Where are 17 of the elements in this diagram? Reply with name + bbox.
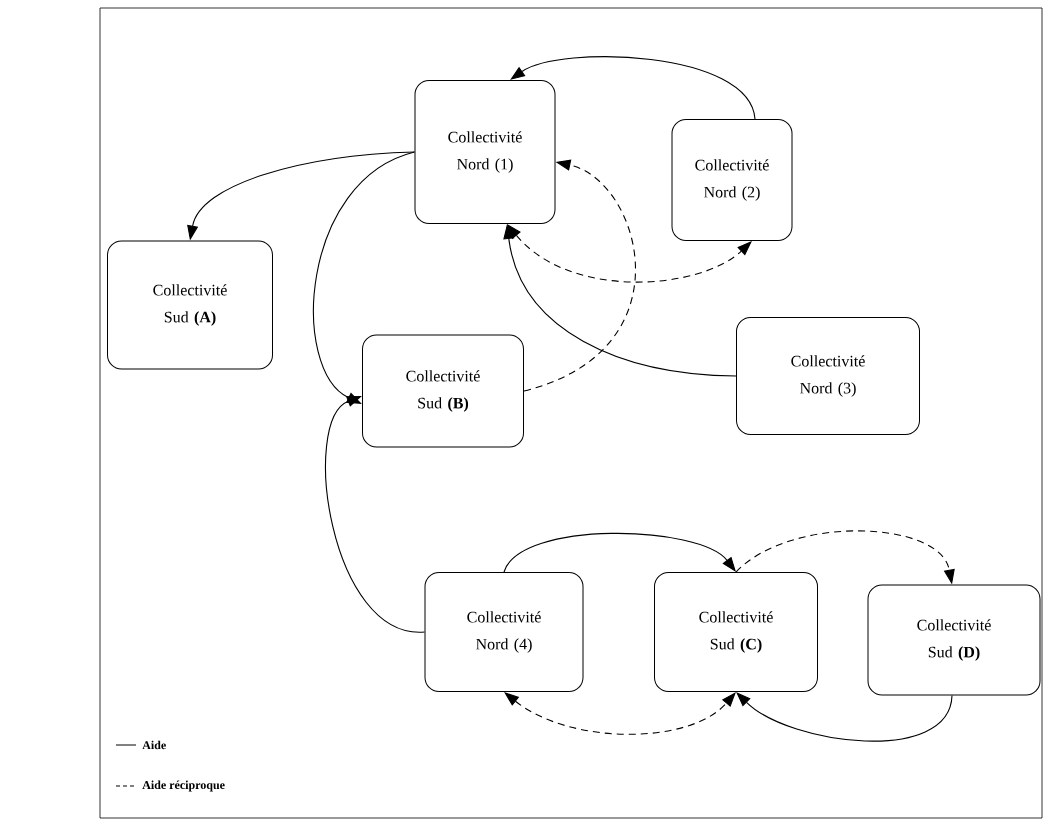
arrow — [736, 692, 953, 742]
rounded-box: Collectivité Nord (1) — [414, 80, 556, 224]
arrow — [510, 56, 756, 120]
rounded-box: Collectivité Sud (B) — [362, 334, 524, 448]
legend-text: Aide réciproque — [142, 780, 225, 792]
arrow — [503, 532, 736, 573]
legend-text: Aide — [142, 740, 166, 750]
rounded-box: Collectivité Nord (3) — [736, 317, 920, 435]
arrow — [507, 224, 752, 283]
rounded-box: Collectivité Sud (C) — [654, 572, 818, 692]
rounded-box: Collectivité Nord (4) — [424, 572, 584, 692]
arrow — [504, 692, 736, 735]
rounded-box: Collectivité Nord (2) — [671, 119, 793, 241]
arrow — [325, 396, 426, 633]
arrow — [523, 159, 637, 392]
rounded-box: Collectivité Sud (D) — [867, 584, 1041, 696]
rounded-box: Collectivité Sud (A) — [107, 240, 273, 370]
